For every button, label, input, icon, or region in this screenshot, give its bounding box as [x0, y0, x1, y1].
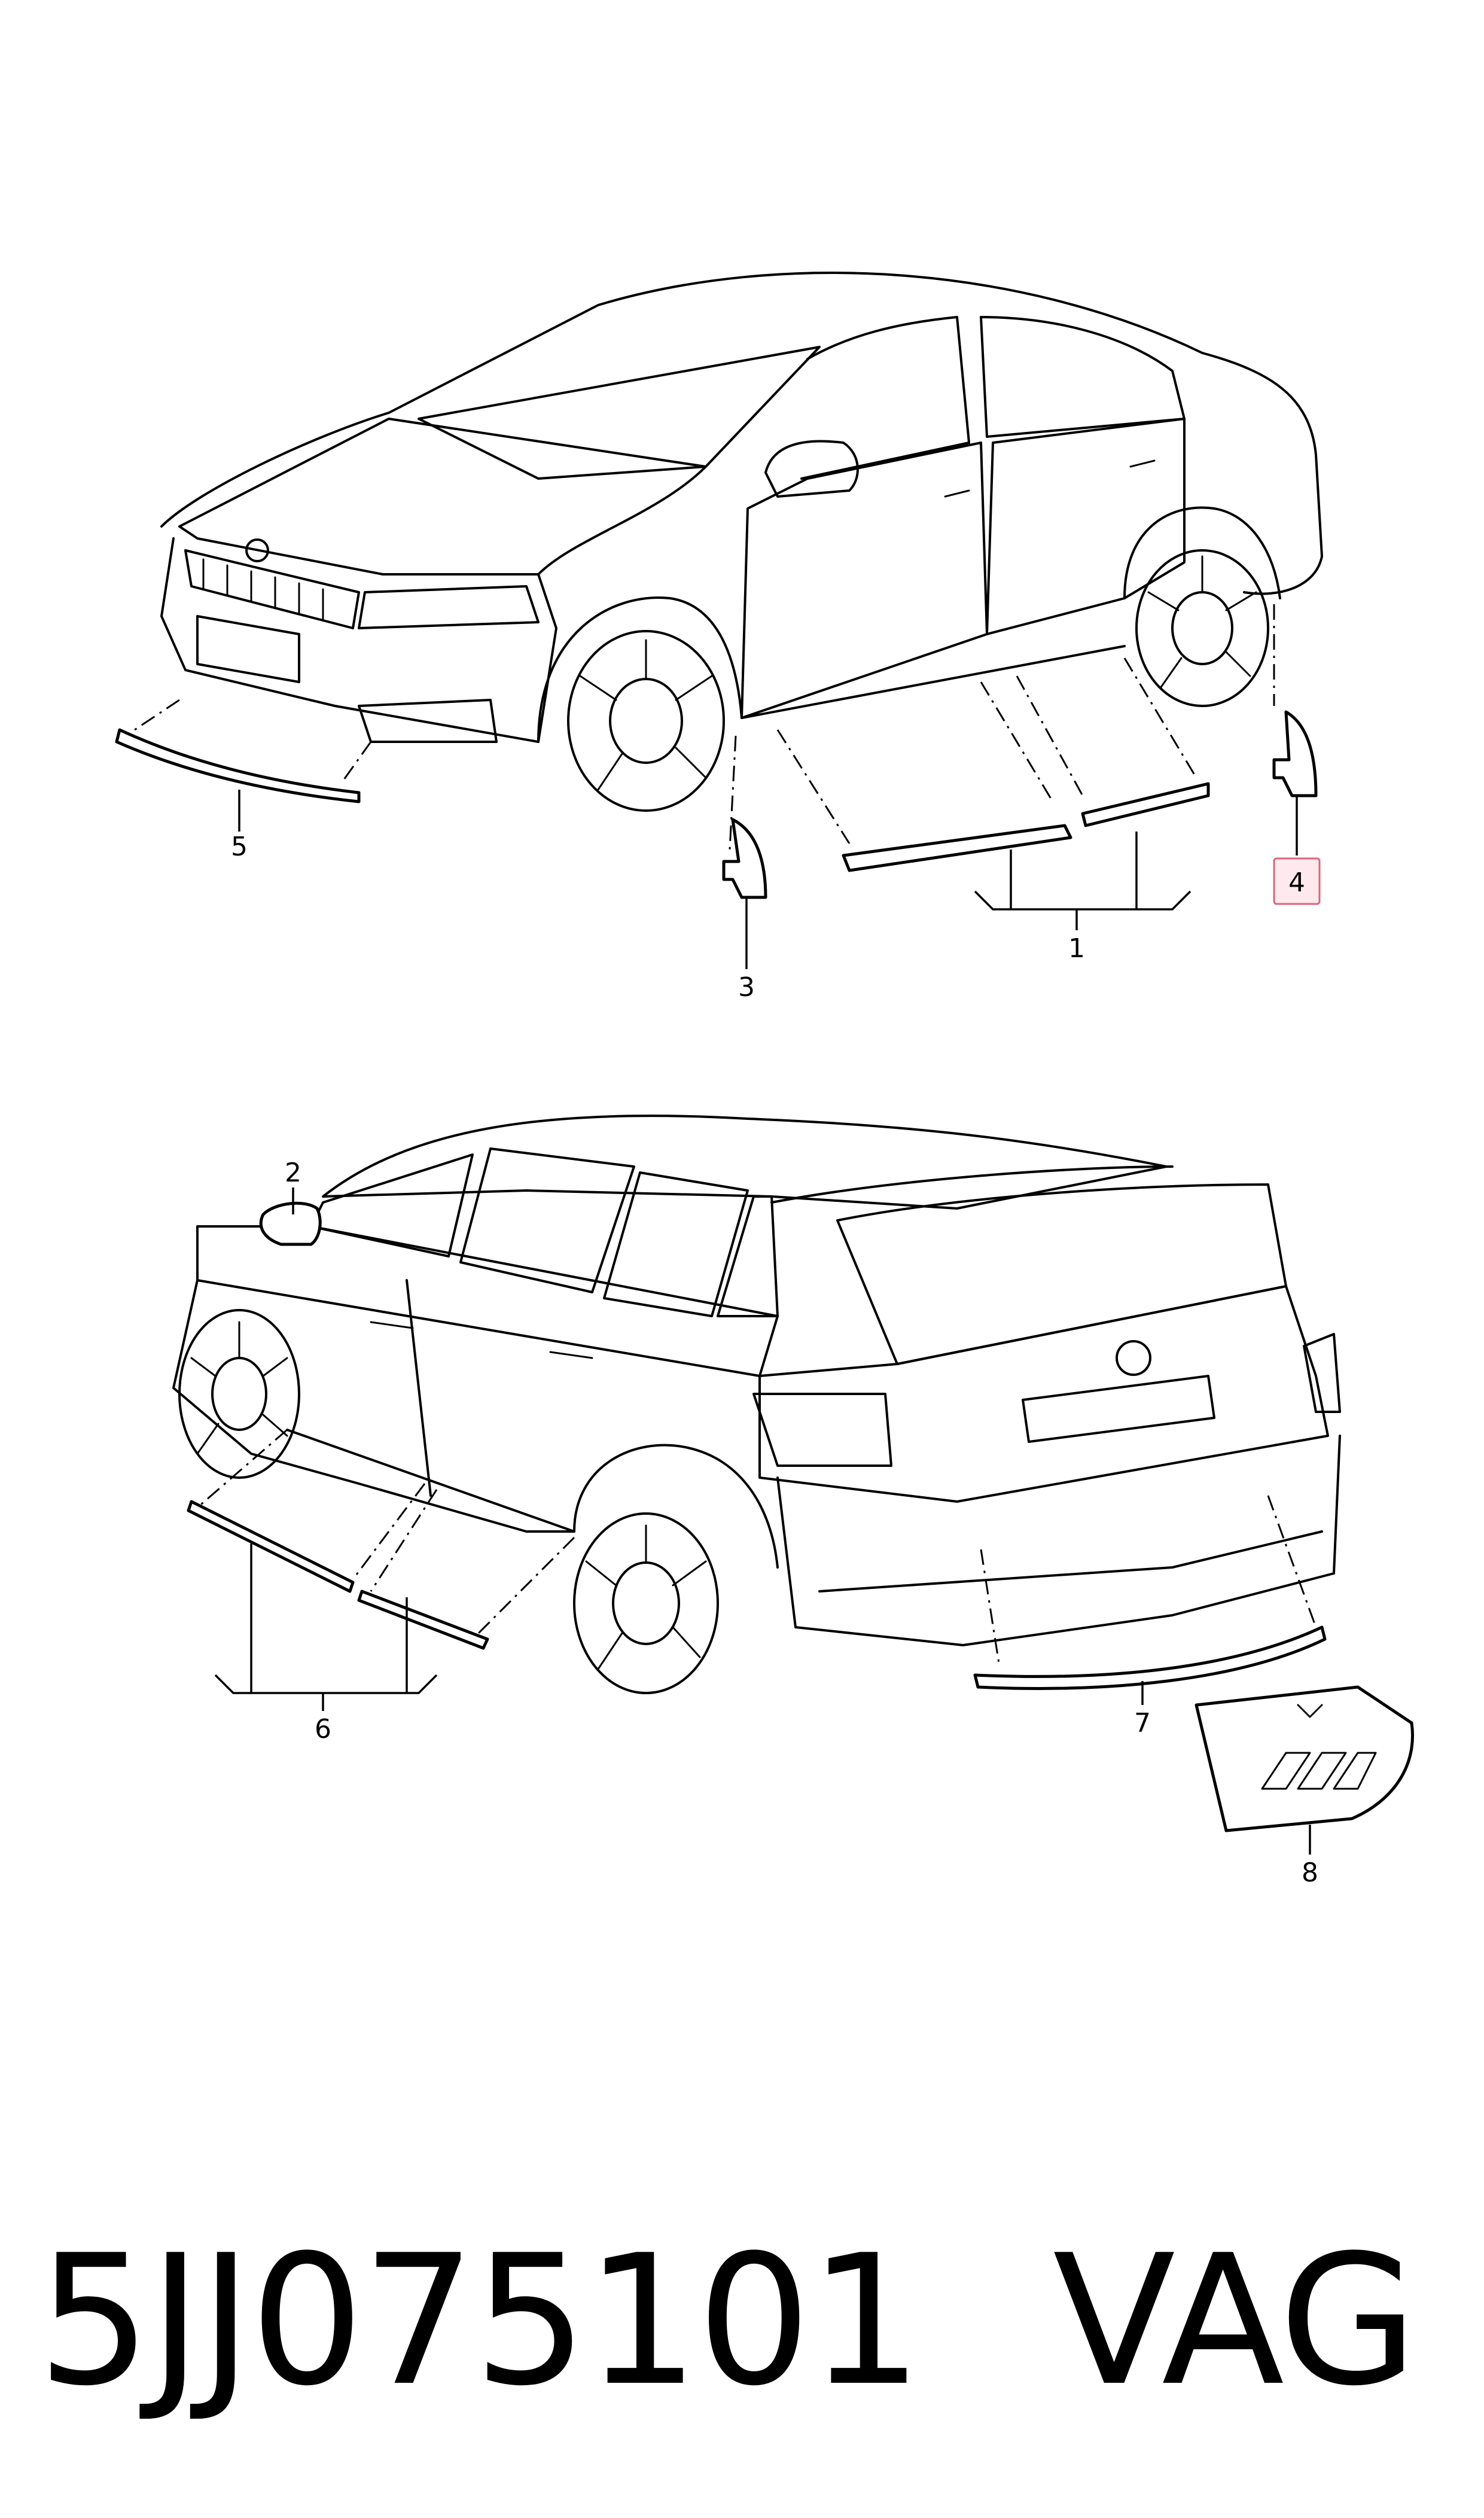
- callout-5: 5: [231, 832, 248, 862]
- side-sill-strip-rear: [1081, 782, 1210, 827]
- callout-4: 4: [1288, 867, 1305, 898]
- side-sill-strip-rear-rear-view: [357, 1590, 489, 1650]
- leaders-bottom: [214, 1188, 1311, 1855]
- callout-8: 8: [1302, 1858, 1318, 1888]
- rear-diffuser-strip-part: [973, 1625, 1327, 1690]
- side-sill-strip-front: [842, 824, 1072, 872]
- callout-7: 7: [1134, 1708, 1151, 1738]
- callout-labels: 5 3 1 4 2 6 7 8: [231, 832, 1321, 1888]
- callout-4-highlight: [1273, 857, 1321, 905]
- mud-flap-front: [722, 818, 767, 899]
- car-front-view: [160, 272, 1323, 812]
- part-number: 5JJ075101: [37, 2216, 923, 2425]
- leaders-top: [238, 790, 1298, 969]
- sill-protection-plate-part: [1194, 1685, 1414, 1832]
- side-sill-strip-front-rear-view: [187, 1500, 355, 1593]
- callout-1: 1: [1068, 933, 1085, 964]
- callout-2: 2: [285, 1158, 301, 1188]
- front-lip-spoiler-part: [115, 728, 361, 803]
- callout-6: 6: [315, 1714, 331, 1744]
- projection-lines-top: [125, 604, 1275, 850]
- car-rear-view: [172, 1115, 1341, 1694]
- callout-3: 3: [738, 972, 755, 1003]
- mirror-cap-part: [259, 1201, 322, 1246]
- projection-lines-bottom: [197, 1429, 1317, 1664]
- brand-label: VAG: [1053, 2216, 1418, 2425]
- mud-flap-rear: [1272, 710, 1318, 797]
